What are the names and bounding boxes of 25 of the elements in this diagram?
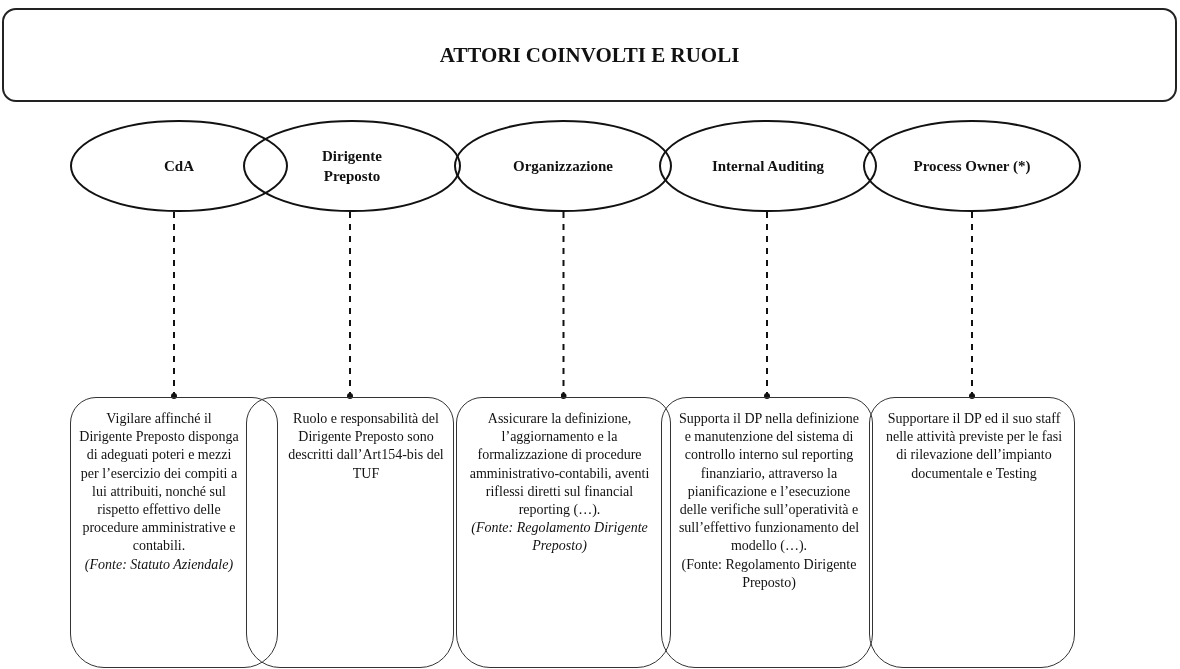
- dashed-connector: [171, 211, 177, 399]
- role-description: Supporta il DP nella definizione e manutenzione del sistema di controllo interno sul reporting finanziario, attraverso la pianificazione e l’esecuzione delle verifiche sull’operatività e sull’effettivo funzionamento del modello (…).: [678, 410, 860, 556]
- role-card: [246, 397, 454, 668]
- role-card: [661, 397, 873, 668]
- actor-label: Internal Auditing: [711, 156, 825, 176]
- role-card: [456, 397, 671, 668]
- source-note: (Fonte: Regolamento Dirigente Preposto): [470, 519, 649, 556]
- source-note: (Fonte: Statuto Aziendale): [84, 555, 234, 574]
- dashed-connector: [764, 211, 770, 399]
- role-description: Ruolo e responsabilità del Dirigente Preposto sono descritti dall’Art154-bis del TUF: [287, 410, 445, 483]
- source-note: (Fonte: Regolamento Dirigente Preposto): [680, 555, 858, 592]
- actor-label: CdA: [164, 156, 194, 176]
- role-description: Assicurare la definizione, l’aggiornamento e la formalizzazione di procedure amministrativo-contabili, aventi riflessi diretti sul financial reporting (…).: [468, 410, 651, 519]
- title-text: ATTORI COINVOLTI E RUOLI: [439, 42, 740, 68]
- actor-label: Organizzazione: [513, 156, 613, 176]
- dashed-connector: [560, 211, 567, 399]
- role-description: Supportare il DP ed il suo staff nelle attività previste per le fasi di rilevazione dell’impianto documentale e Testing: [884, 410, 1064, 483]
- actor-label: Dirigente Preposto: [321, 146, 383, 186]
- title-banner: [2, 8, 1177, 102]
- role-card: [869, 397, 1075, 668]
- dashed-connector: [969, 211, 975, 399]
- actor-label: Process Owner (*): [913, 156, 1031, 176]
- role-card: [70, 397, 278, 668]
- dashed-connector: [347, 211, 353, 399]
- role-description: Vigilare affinché il Dirigente Preposto disponga di adeguati poteri e mezzi per l’esercizio dei compiti a lui attribuiti, nonché sul rispetto effettivo delle procedure amministrative e contabili.: [79, 410, 239, 556]
